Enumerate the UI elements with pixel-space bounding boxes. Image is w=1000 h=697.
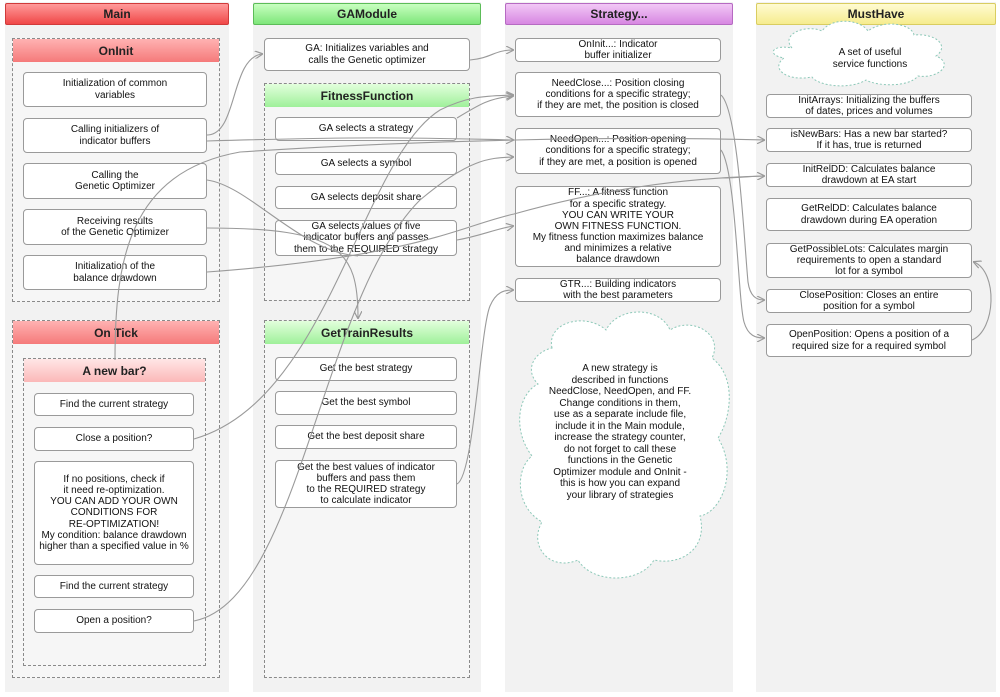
musthave-getreldd: GetRelDD: Calculates balance drawdown du… [766, 198, 972, 231]
train-best-deposit-share: Get the best deposit share [275, 425, 457, 449]
ga-select-symbol: GA selects a symbol [275, 152, 457, 175]
musthave-closeposition: ClosePosition: Closes an entire position… [766, 289, 972, 313]
musthave-getpossiblelots: GetPossibleLots: Calculates margin requi… [766, 243, 972, 278]
musthave-openposition: OpenPosition: Opens a position of a requ… [766, 324, 972, 357]
musthave-initarrays: InitArrays: Initializing the buffers of … [766, 94, 972, 118]
ga-select-buffer-values: GA selects values of five indicator buff… [275, 220, 457, 256]
tick-find-strategy-2: Find the current strategy [34, 575, 194, 598]
train-title: GetTrainResults [265, 321, 469, 344]
musthave-note: A set of useful service functions [832, 47, 908, 70]
oninit-title: OnInit [13, 39, 219, 62]
main-init-common-vars: Initialization of common variables [23, 72, 207, 107]
musthave-initreldd: InitRelDD: Calculates balance drawdown a… [766, 163, 972, 187]
strategy-needopen: NeedOpen...: Position opening conditions… [515, 128, 721, 174]
train-best-buffer-values: Get the best values of indicator buffers… [275, 460, 457, 508]
tick-find-strategy-1: Find the current strategy [34, 393, 194, 416]
lane-header-strategy: Strategy... [505, 3, 733, 25]
strategy-ff: FF...: A fitness function for a specific… [515, 186, 721, 267]
tick-open-position: Open a position? [34, 609, 194, 633]
main-receive-ga-results: Receiving results of the Genetic Optimiz… [23, 209, 207, 245]
main-init-balance-drawdown: Initialization of the balance drawdown [23, 255, 207, 290]
strategy-oninit: OnInit...: Indicator buffer initializer [515, 38, 721, 62]
lane-header-gamodule: GAModule [253, 3, 481, 25]
ga-select-deposit-share: GA selects deposit share [275, 186, 457, 209]
train-best-strategy: Get the best strategy [275, 357, 457, 381]
ga-init-box: GA: Initializes variables and calls the … [264, 38, 470, 71]
tick-close-position: Close a position? [34, 427, 194, 451]
fitness-title: FitnessFunction [265, 84, 469, 107]
tick-reoptimization-check: If no positions, check if it need re-opt… [34, 461, 194, 565]
ontick-title: On Tick [13, 321, 219, 344]
main-call-indicator-init: Calling initializers of indicator buffer… [23, 118, 207, 153]
strategy-note: A new strategy is described in functions… [548, 363, 692, 501]
strategy-needclose: NeedClose...: Position closing condition… [515, 72, 721, 117]
main-call-genetic-optimizer: Calling the Genetic Optimizer [23, 163, 207, 199]
train-best-symbol: Get the best symbol [275, 391, 457, 415]
newbar-title: A new bar? [24, 359, 205, 382]
lane-header-musthave: MustHave [756, 3, 996, 25]
strategy-gtr: GTR...: Building indicators with the bes… [515, 278, 721, 302]
musthave-isnewbars: isNewBars: Has a new bar started? If it … [766, 128, 972, 152]
lane-header-main: Main [5, 3, 229, 25]
ga-select-strategy: GA selects a strategy [275, 117, 457, 141]
